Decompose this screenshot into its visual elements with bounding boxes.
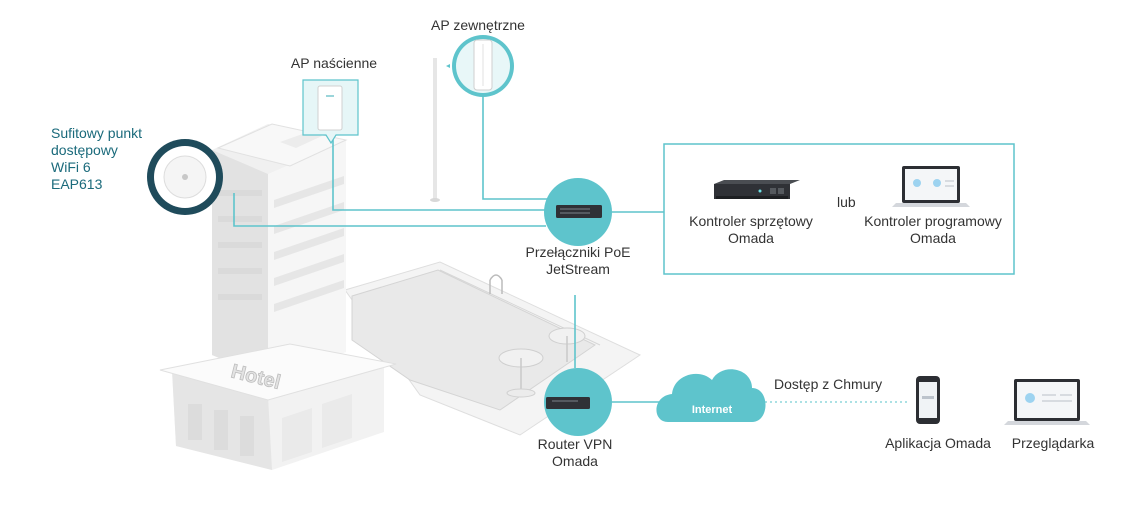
- router-device-icon: [546, 397, 590, 409]
- outdoor-ap-pole: [430, 58, 440, 202]
- laptop-controller-icon: [892, 166, 970, 207]
- wall-ap-label: AP naścienne: [290, 55, 378, 71]
- wall-ap-device-icon: [317, 85, 343, 131]
- internet-label: Internet: [691, 404, 733, 416]
- ceiling-ap-label: Sufitowy punkt dostępowy WiFi 6 EAP613: [51, 125, 142, 193]
- hotel-building: [159, 123, 397, 470]
- ceiling-ap-label-line: dostępowy: [51, 142, 118, 158]
- ceiling-ap-label-line: WiFi 6: [51, 159, 91, 175]
- hardware-controller-label: Kontroler sprzętowy Omada: [689, 213, 813, 246]
- line-outdoor-ap-to-switch: [482, 95, 550, 200]
- line-wall-ap-to-switch: [332, 138, 546, 211]
- parasol: [548, 327, 586, 362]
- ceiling-ap-badge: [147, 139, 223, 215]
- wall-ap-callout: [302, 79, 359, 145]
- hardware-controller-icon: [714, 180, 800, 199]
- outdoor-ap-label: AP zewnętrzne: [431, 17, 525, 33]
- software-controller-label: Kontroler programowy Omada: [864, 213, 1002, 246]
- ceiling-ap-label-line: EAP613: [51, 176, 103, 192]
- line-ceiling-ap-to-switch: [233, 193, 546, 227]
- internet-cloud-icon: [656, 369, 766, 422]
- omada-app-label: Aplikacja Omada: [885, 435, 991, 451]
- switch-device-icon: [556, 205, 602, 218]
- outdoor-ap-badge: [446, 35, 514, 97]
- controllers-frame: [663, 143, 1015, 275]
- phone-icon: [916, 376, 940, 424]
- poe-switch-label: Przełączniki PoE JetStream: [525, 244, 631, 277]
- switch-badge: [544, 178, 612, 246]
- ceiling-ap-label-line: Sufitowy punkt: [51, 125, 143, 141]
- router-label: Router VPN Omada: [537, 436, 613, 469]
- router-badge: [544, 368, 612, 436]
- or-label: lub: [837, 194, 856, 210]
- parasol: [498, 348, 544, 398]
- browser-label: Przeglądarka: [1011, 435, 1095, 451]
- browser-laptop-icon: [1004, 379, 1090, 425]
- cloud-access-label: Dostęp z Chmury: [774, 376, 883, 392]
